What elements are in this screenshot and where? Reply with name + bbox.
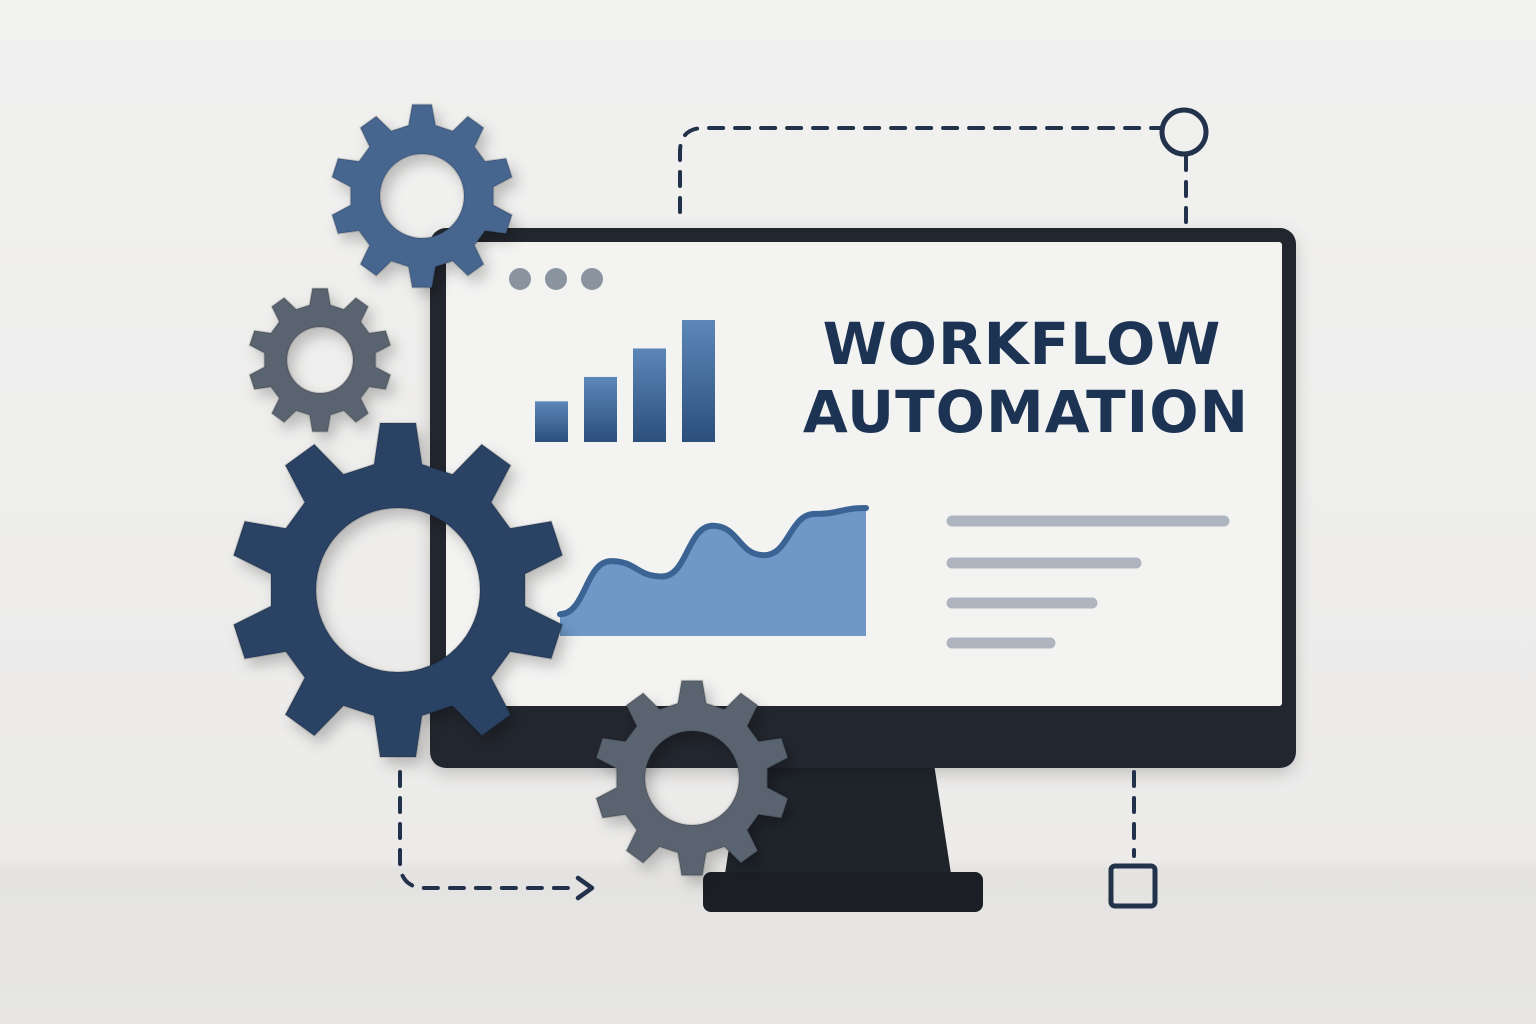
gear-icon	[248, 287, 392, 433]
headline-line-2: AUTOMATION	[803, 378, 1249, 446]
flow-connector-bottom	[398, 770, 580, 890]
arrow-right-icon	[575, 875, 595, 901]
text-placeholder-block	[946, 515, 1230, 649]
headline-line-1: WORKFLOW	[823, 310, 1222, 378]
dot-icon	[545, 268, 567, 290]
flow-circle-node-icon	[1159, 107, 1209, 157]
area-line	[557, 505, 869, 618]
flow-connector-top	[678, 126, 1162, 214]
bar-chart	[535, 320, 715, 442]
bar	[633, 348, 666, 442]
window-controls	[509, 268, 603, 290]
bar	[682, 320, 715, 442]
monitor	[430, 228, 1296, 768]
gear-cluster	[232, 103, 790, 877]
monitor-stand	[703, 764, 983, 912]
flow-square-node-icon	[1108, 863, 1158, 909]
bar	[535, 401, 568, 442]
gear-icon	[594, 679, 790, 877]
dot-icon	[509, 268, 531, 290]
gear-icon	[232, 422, 564, 758]
bar	[584, 376, 617, 442]
area-chart	[557, 505, 869, 636]
gear-icon	[330, 103, 514, 289]
dot-icon	[581, 268, 603, 290]
